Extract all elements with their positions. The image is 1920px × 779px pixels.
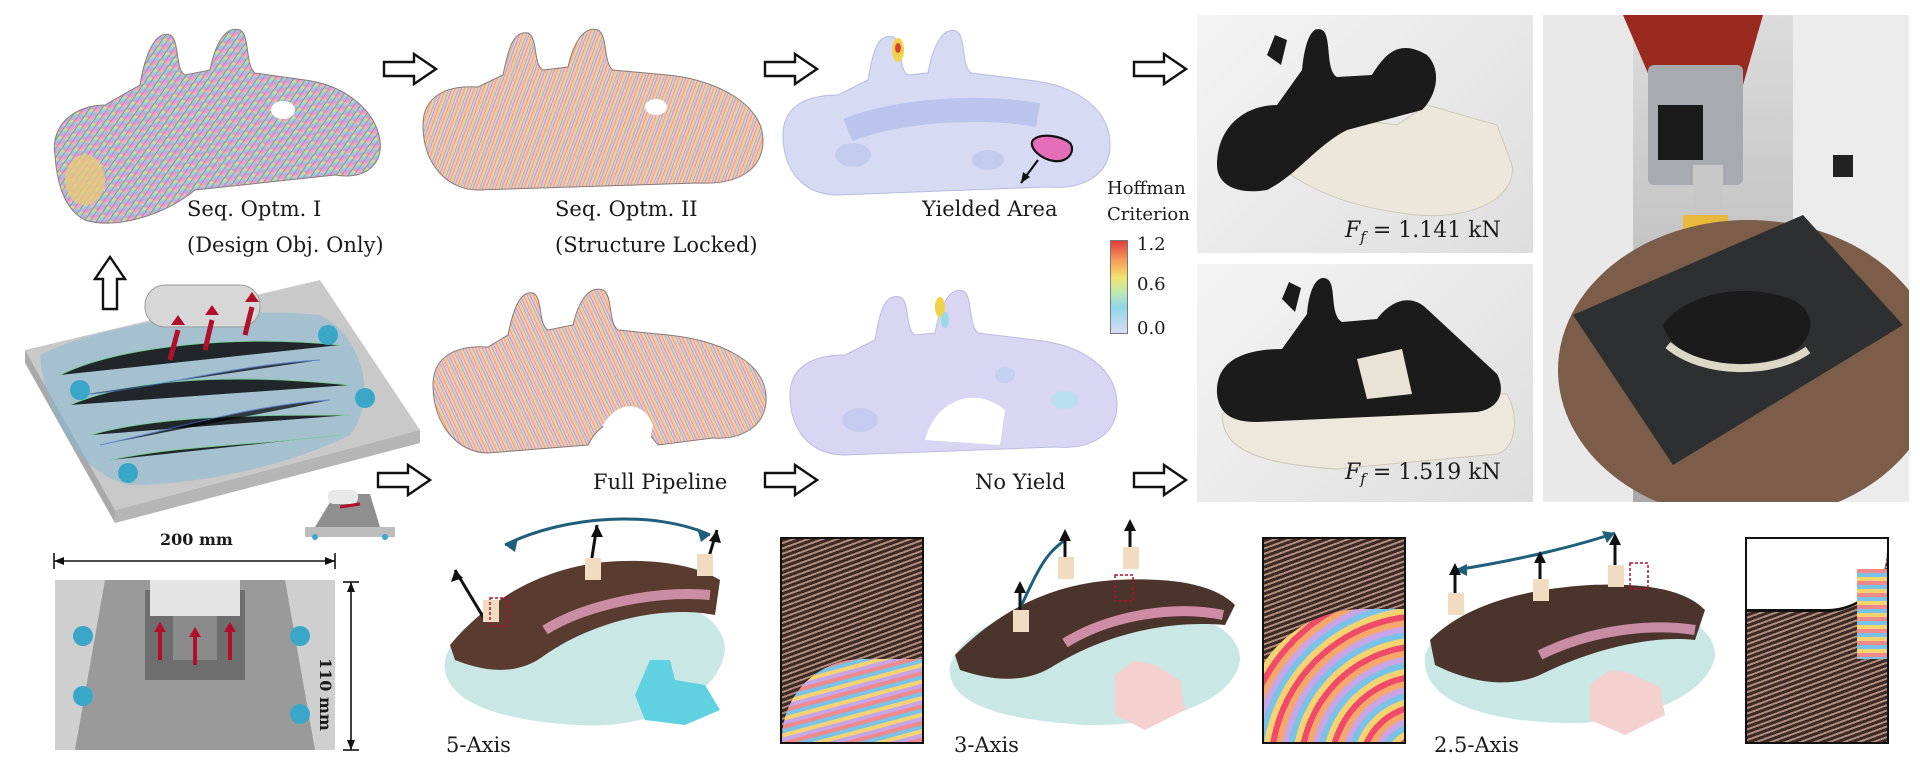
colorbar bbox=[1110, 240, 1128, 334]
colorbar-max: 1.2 bbox=[1137, 234, 1166, 255]
arrow-right-icon bbox=[763, 463, 819, 497]
force-symbol: F bbox=[1345, 460, 1361, 485]
seq-optm-2-subtitle: (Structure Locked) bbox=[555, 233, 758, 257]
seq-optm-1-title: Seq. Optm. I bbox=[187, 197, 322, 221]
seq-optm-2-title: Seq. Optm. II bbox=[555, 197, 698, 221]
full-pipeline-model bbox=[428, 275, 778, 480]
colorbar-min: 0.0 bbox=[1137, 318, 1166, 339]
width-dimension-label: 200 mm bbox=[160, 530, 233, 549]
arrow-right-icon bbox=[376, 463, 432, 497]
dimension-line-horizontal bbox=[52, 551, 337, 571]
force-value: = 1.141 kN bbox=[1372, 218, 1501, 243]
robot-printing-photo bbox=[1543, 15, 1909, 502]
arrow-right-icon bbox=[763, 52, 819, 86]
no-yield-stress-model bbox=[785, 275, 1125, 485]
colorbar-title-line1: Hoffman bbox=[1107, 178, 1186, 199]
five-axis-zoom-inset bbox=[780, 537, 924, 744]
two-point-five-axis-label: 2.5-Axis bbox=[1434, 733, 1519, 757]
force-label-top: Ff = 1.141 kN bbox=[1345, 218, 1501, 248]
force-subscript: f bbox=[1360, 470, 1366, 489]
yielded-area-label: Yielded Area bbox=[922, 197, 1058, 221]
yielded-stress-model bbox=[778, 15, 1118, 225]
three-axis-label: 3-Axis bbox=[954, 733, 1019, 757]
two-point-five-axis-zoom-inset bbox=[1745, 537, 1889, 744]
five-axis-label: 5-Axis bbox=[446, 733, 511, 757]
arrow-right-icon bbox=[382, 52, 438, 86]
force-label-bottom: Ff = 1.519 kN bbox=[1345, 460, 1501, 490]
no-yield-label: No Yield bbox=[975, 470, 1066, 494]
three-axis-toolpath-model bbox=[945, 515, 1245, 740]
three-axis-zoom-inset bbox=[1262, 537, 1406, 744]
force-value: = 1.519 kN bbox=[1372, 460, 1501, 485]
dimension-line-vertical bbox=[341, 580, 361, 752]
arrow-right-icon bbox=[1132, 52, 1188, 86]
colorbar-title-line2: Criterion bbox=[1107, 204, 1190, 225]
force-subscript: f bbox=[1360, 228, 1366, 247]
colorbar-mid: 0.6 bbox=[1137, 274, 1166, 295]
arrow-right-icon bbox=[1132, 463, 1188, 497]
seq-optm-1-model bbox=[45, 15, 395, 240]
printed-part-photo-bottom bbox=[1197, 264, 1533, 502]
up-arrow-icon bbox=[93, 255, 127, 311]
seq-optm-2-model bbox=[418, 15, 778, 215]
force-symbol: F bbox=[1345, 218, 1361, 243]
seq-optm-1-subtitle: (Design Obj. Only) bbox=[187, 233, 384, 257]
height-dimension-label: 110 mm bbox=[316, 658, 335, 731]
five-axis-toolpath-model bbox=[435, 510, 735, 740]
bracket-thumbnail bbox=[300, 482, 400, 544]
full-pipeline-label: Full Pipeline bbox=[593, 470, 728, 494]
front-view-model bbox=[55, 580, 335, 750]
two-point-five-axis-toolpath-model bbox=[1420, 515, 1720, 740]
design-domain-model bbox=[20, 265, 420, 525]
printed-part-photo-top bbox=[1197, 15, 1533, 253]
